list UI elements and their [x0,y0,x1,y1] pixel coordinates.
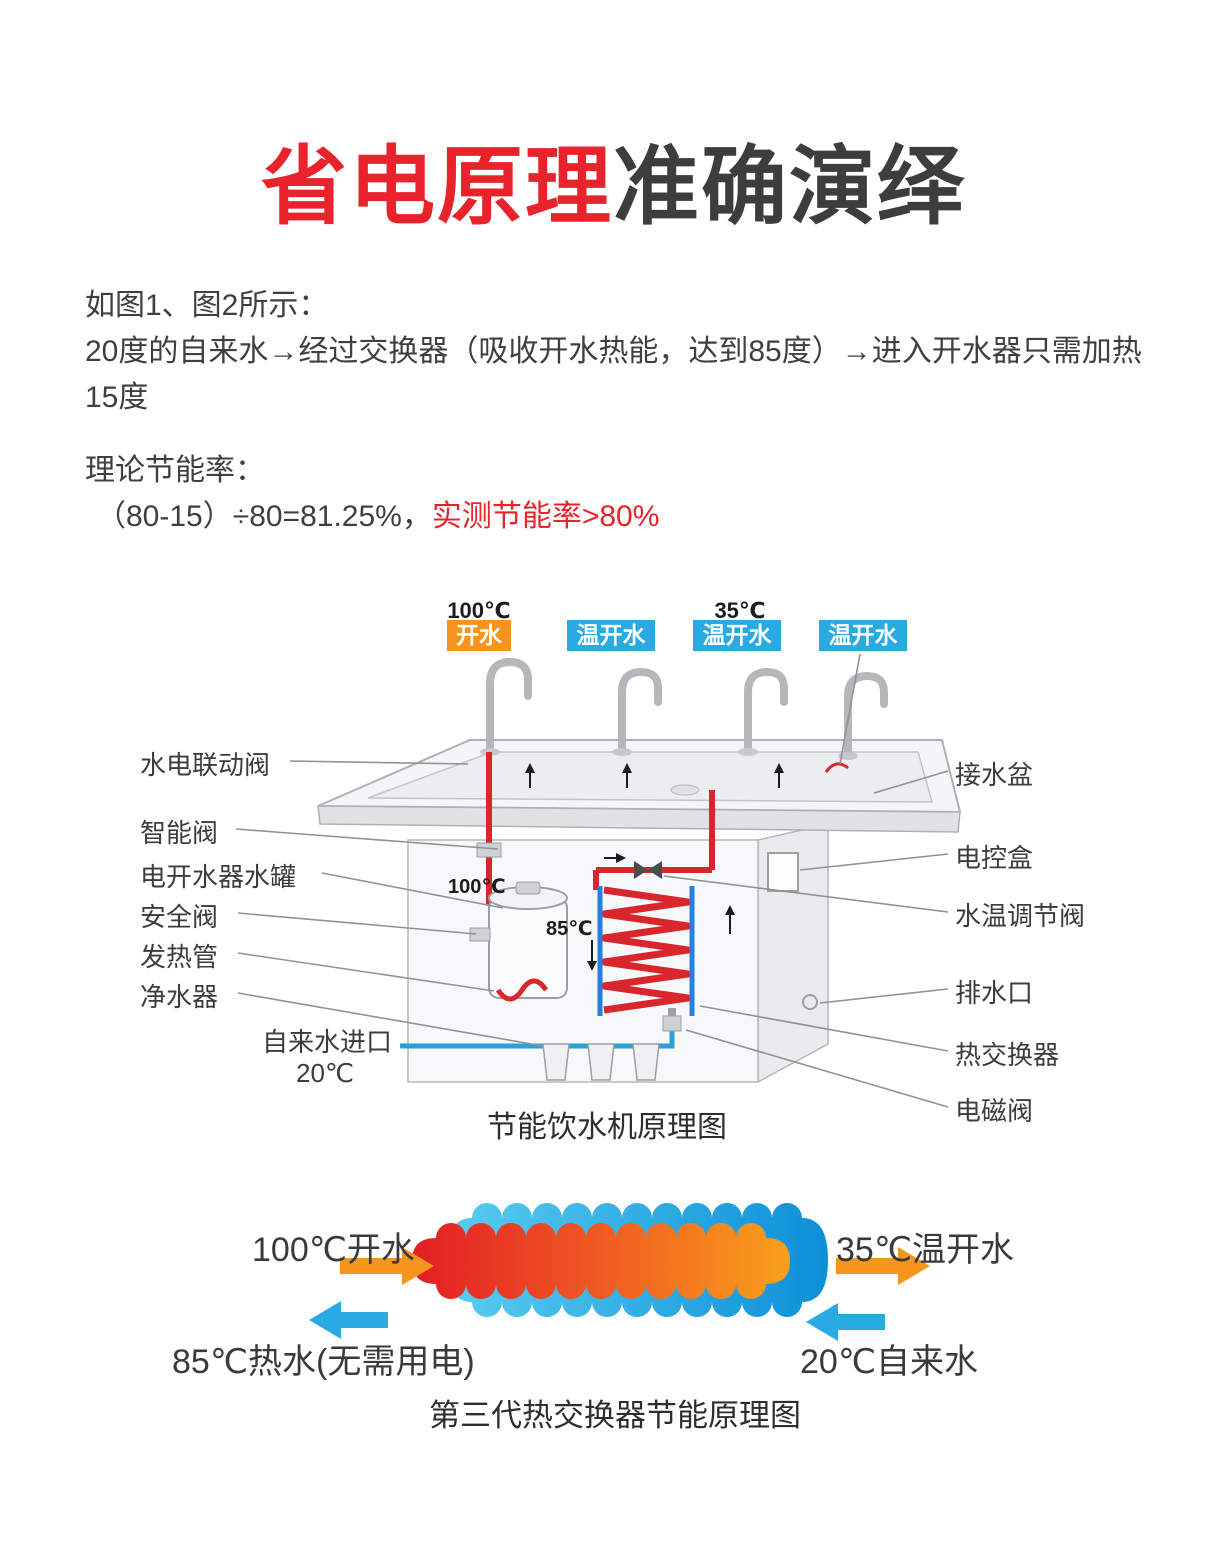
solenoid-valve [662,1008,682,1032]
boiler-tank [469,881,568,1002]
exchanger-hot-in-label: 100℃开水 [252,1231,415,1269]
label-smart-valve: 智能阀 [140,818,219,848]
badge-boiling-water: 开水 [447,620,511,651]
label-water-filter: 净水器 [140,982,219,1012]
faucet-4 [844,671,888,760]
theory-formula: （80-15）÷80=81.25%，实测节能率>80% [96,494,659,540]
machine-caption: 节能饮水机原理图 [487,1111,727,1144]
cabinet [407,823,829,1084]
right-arrow-icon [340,1247,434,1285]
faucet-1 [486,657,532,756]
down-arrow-icon [587,940,597,971]
exchanger-warm-out-label: 35℃温开水 [836,1231,1015,1269]
tap-temp-1: 100℃ [447,598,511,623]
water-filters [542,1043,660,1081]
control-box [767,852,799,892]
faucet-2 [618,667,662,756]
badge-warm-water-1: 温开水 [567,620,655,651]
inner-temp-boiling: 100℃ [448,876,506,898]
intro-text: 如图1、图2所示： 20度的自来水→经过交换器（吸收开水热能，达到85度）→进入… [85,283,1155,421]
badge-warm-water-2: 温开水 [693,620,781,651]
page-title-rest: 准确演绎 [613,139,965,235]
heating-element [495,978,549,1002]
heat-exchanger-coil [600,886,692,1014]
left-arrow-icon [309,1301,388,1339]
label-boiler-tank: 电开水器水罐 [140,862,297,892]
right-arrow-icon [836,1247,930,1285]
label-tap-water-inlet: 自来水进口 [262,1027,393,1057]
intro-line2: 20度的自来水→经过交换器（吸收开水热能，达到85度）→进入开水器只需加热15度 [85,335,1142,414]
up-arrow-icon [774,763,784,788]
label-drain-outlet: 排水口 [955,978,1034,1008]
page-title-highlight: 省电原理 [261,139,613,235]
label-heating-element: 发热管 [140,942,219,972]
label-heat-exchanger: 热交换器 [955,1040,1060,1070]
label-control-box: 电控盒 [955,843,1034,873]
tap-temp-3: 35℃ [714,598,766,623]
up-arrow-icon [622,763,632,788]
hot-stream-shape [412,1223,790,1299]
exchanger-caption: 第三代热交换器节能原理图 [429,1398,801,1433]
faucet-3 [744,667,788,756]
safety-valve [469,927,491,942]
exchanger-hot-out-label: 85℃热水(无需用电) [172,1343,475,1381]
left-arrow-icon [806,1303,885,1341]
page-title: 省电原理准确演绎 [0,116,1226,241]
up-arrow-icon [525,763,535,788]
smart-valve [476,842,502,858]
formula-black: （80-15）÷80=81.25%， [96,500,432,533]
heat-exchanger-art [309,1203,930,1341]
theory-heading: 理论节能率： [85,454,265,487]
sink-counter [317,739,962,833]
label-inlet-temp: 20℃ [296,1058,355,1088]
formula-red: 实测节能率>80% [431,500,660,533]
label-water-electric-valve: 水电联动阀 [140,750,271,780]
inner-temp-preheat: 85℃ [546,918,593,940]
coil-rails [597,886,695,1016]
label-safety-valve: 安全阀 [140,902,219,932]
label-drip-tray: 接水盆 [955,760,1034,790]
label-temp-regulating-valve: 水温调节阀 [955,901,1086,931]
up-arrow-icon [725,905,735,934]
badge-warm-water-3: 温开水 [819,620,907,651]
leader-lines [235,653,949,1108]
faucets [480,657,888,760]
right-arrow-icon [604,853,626,863]
drain-outlet [802,994,818,1010]
label-solenoid-valve: 电磁阀 [955,1096,1034,1126]
exchanger-cold-in-label: 20℃自来水 [800,1343,979,1381]
temp-regulating-valve [634,861,662,879]
flow-arrows [525,763,784,971]
intro-line1: 如图1、图2所示： [85,289,329,322]
